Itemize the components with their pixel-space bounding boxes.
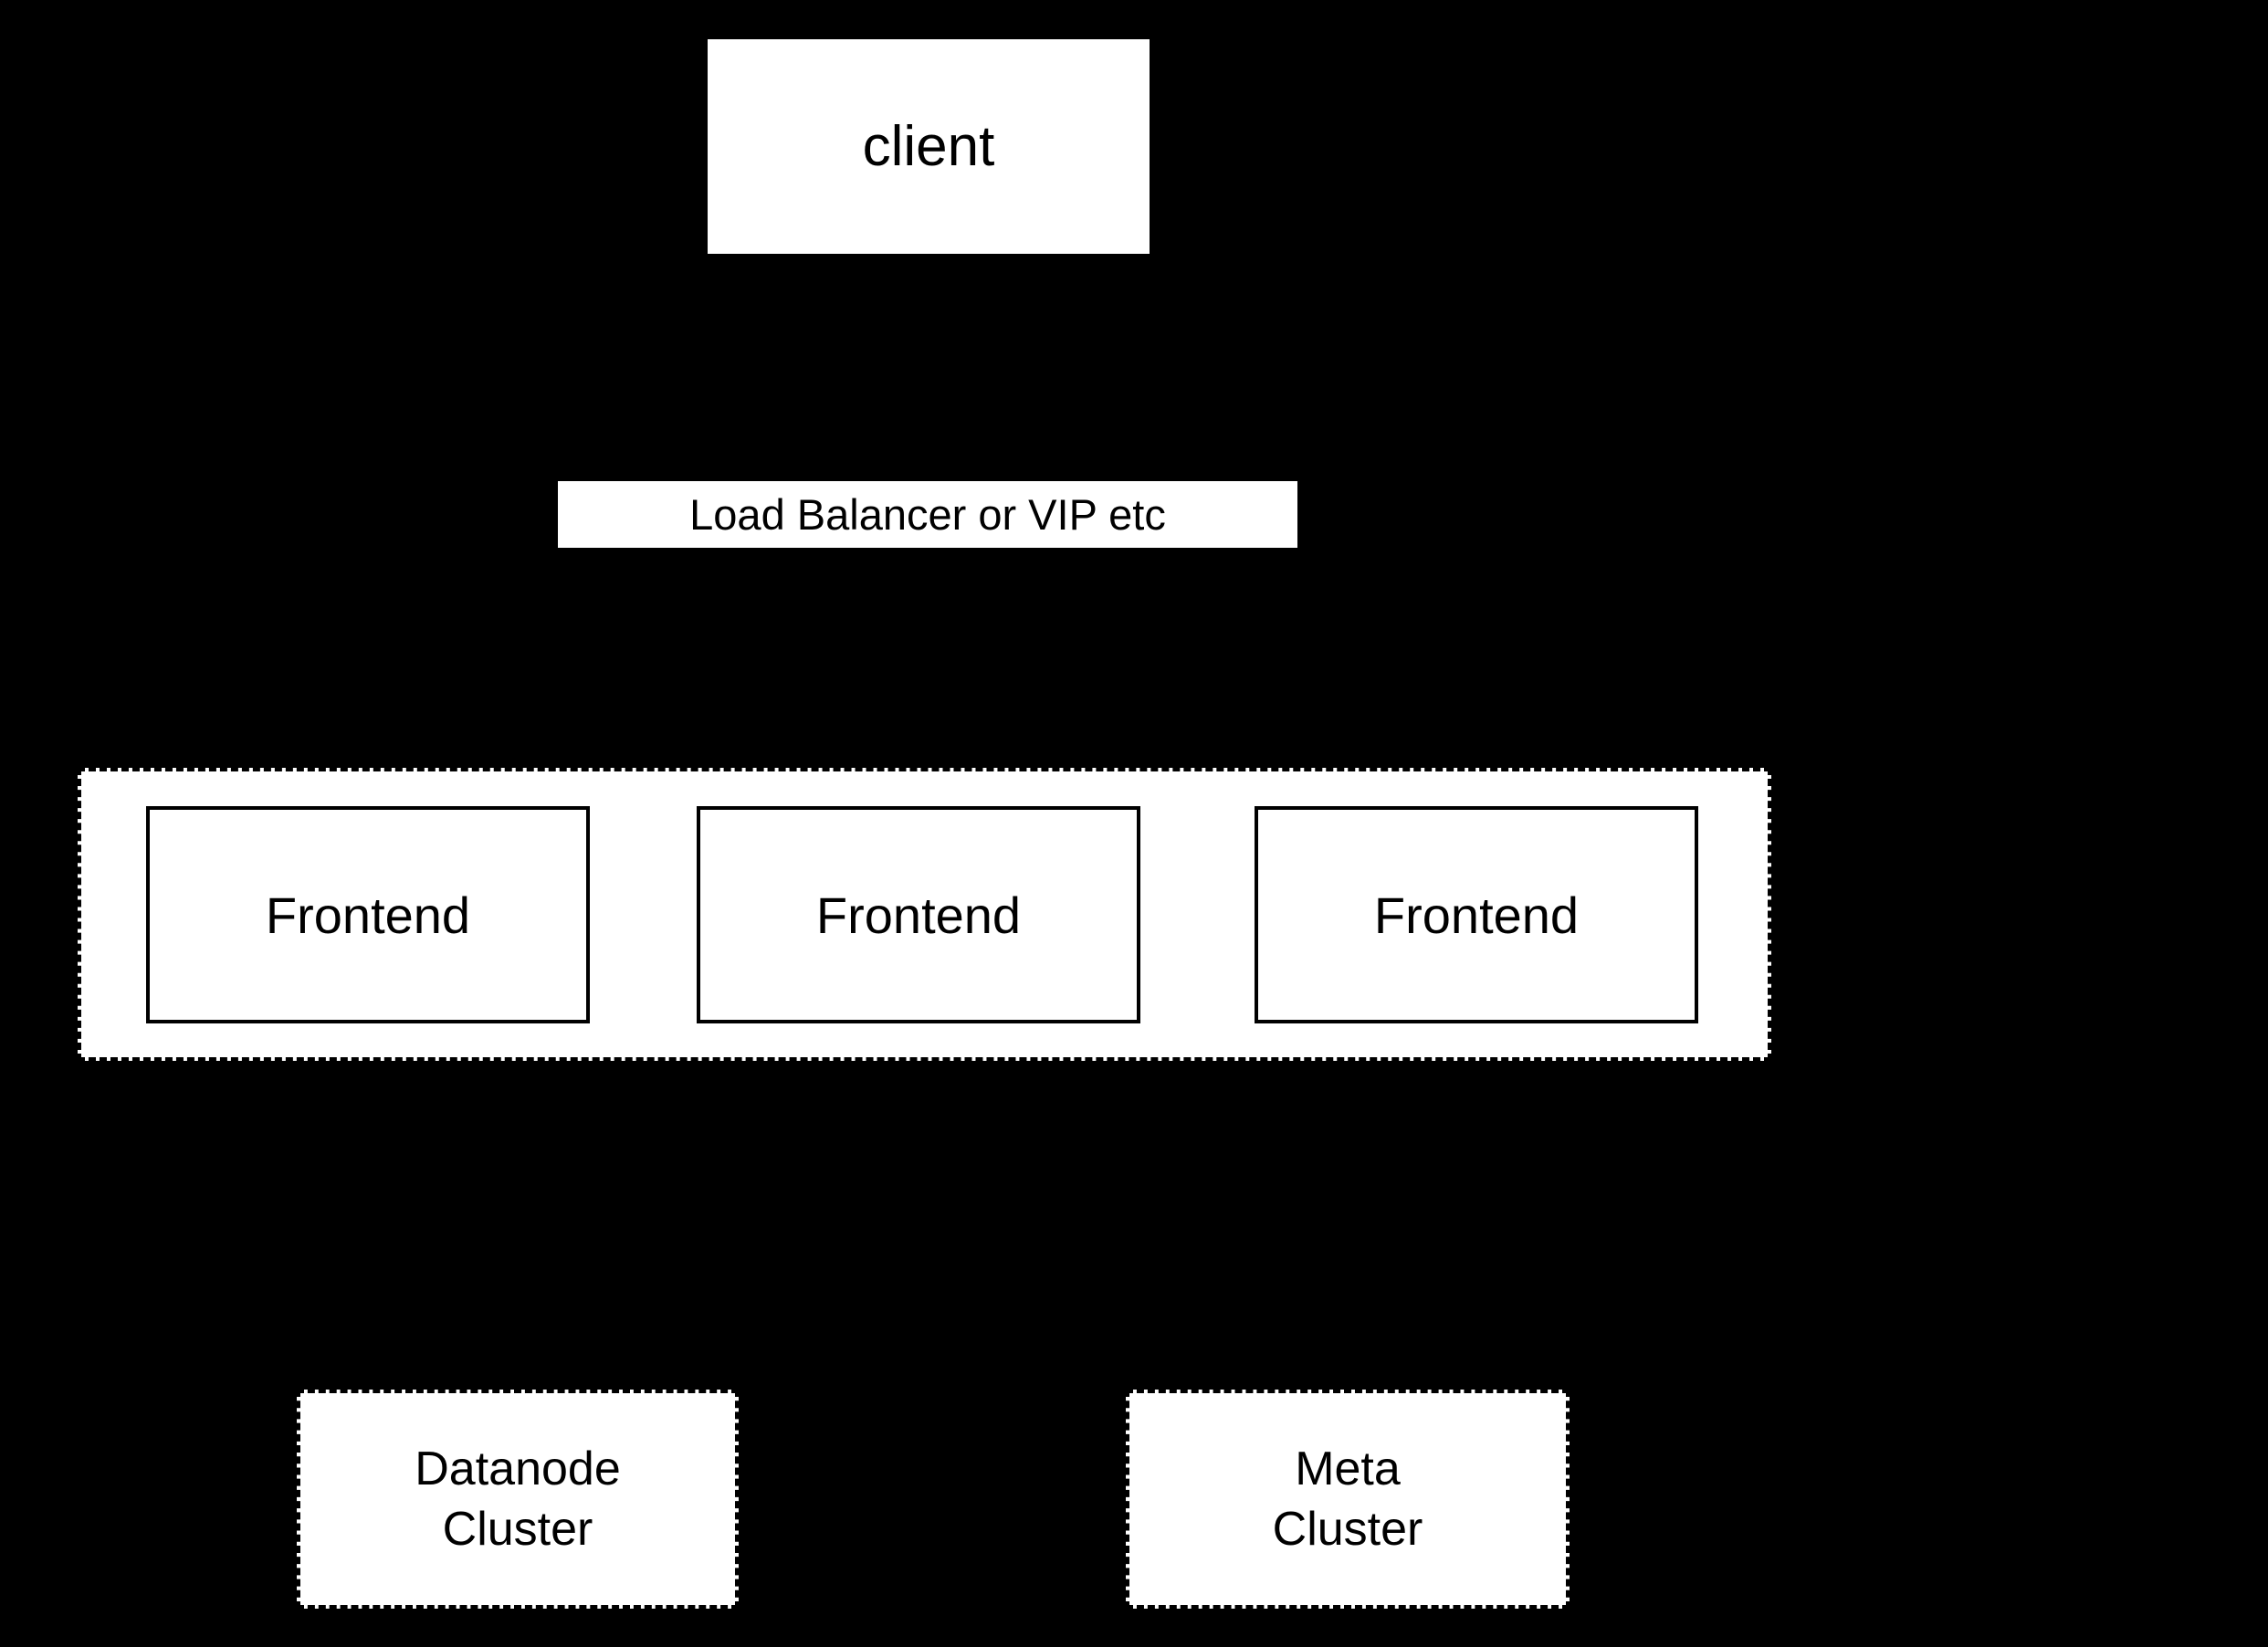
datanode-cluster-label-line2: Cluster bbox=[442, 1503, 593, 1556]
meta-cluster-label-line2: Cluster bbox=[1272, 1503, 1423, 1556]
client-node: client bbox=[708, 39, 1150, 254]
frontend-node-3: Frontend bbox=[1255, 806, 1698, 1023]
meta-cluster-label-line1: Meta bbox=[1295, 1442, 1401, 1495]
load-balancer-node: Load Balancer or VIP etc bbox=[558, 481, 1297, 548]
frontend-node-1: Frontend bbox=[146, 806, 590, 1023]
datanode-cluster-label-line1: Datanode bbox=[415, 1442, 621, 1495]
load-balancer-node-label: Load Balancer or VIP etc bbox=[689, 490, 1166, 539]
frontend-group-container: Frontend Frontend Frontend bbox=[78, 768, 1771, 1061]
frontend-node-3-label: Frontend bbox=[1373, 886, 1580, 944]
frontend-node-2: Frontend bbox=[697, 806, 1140, 1023]
frontend-node-2-label: Frontend bbox=[815, 886, 1022, 944]
datanode-cluster-node: Datanode Cluster bbox=[297, 1390, 739, 1609]
meta-cluster-node: Meta Cluster bbox=[1126, 1390, 1570, 1609]
client-node-label: client bbox=[862, 115, 995, 178]
frontend-node-1-label: Frontend bbox=[265, 886, 471, 944]
